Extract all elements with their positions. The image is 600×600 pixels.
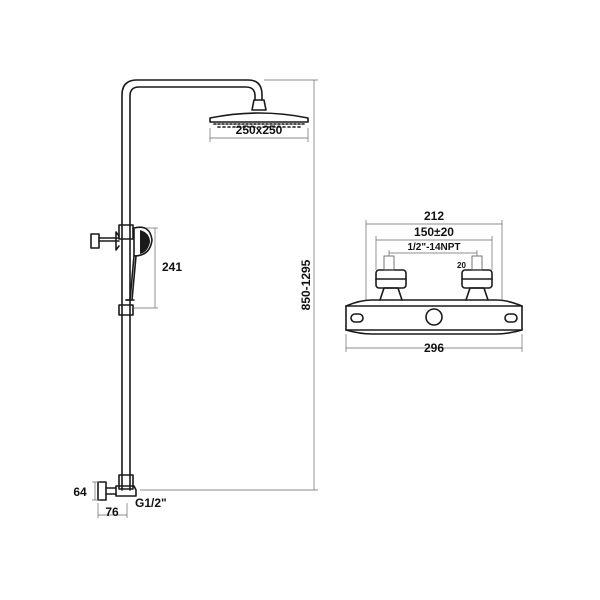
connection-thread-label: G1/2" xyxy=(135,496,167,510)
head-shower-nozzles xyxy=(213,123,305,128)
hand-shower-height-dimension: 241 xyxy=(134,227,182,309)
inlet-spacing-label: 150±20 xyxy=(414,225,454,239)
wall-offset-label: 64 xyxy=(73,485,87,499)
mixer-top-width-label: 212 xyxy=(424,209,444,223)
inlet-thread-label: 1/2"-14NPT xyxy=(407,242,460,253)
eccentric-size-label: 20 xyxy=(457,261,466,270)
head-shower xyxy=(209,99,309,128)
hand-shower-height-label: 241 xyxy=(162,260,182,274)
wall-offset-dimension: 64 xyxy=(73,481,100,501)
head-size-label: 250x250 xyxy=(236,123,283,137)
total-height-label: 850-1295 xyxy=(299,259,313,310)
wall-connection xyxy=(97,481,137,501)
inlet-spacing-dimension: 150±20 xyxy=(375,225,493,270)
bracket-depth-dimension: 76 xyxy=(97,503,128,519)
hand-shower xyxy=(125,226,153,301)
hand-shower-holder xyxy=(90,231,120,251)
shower-column xyxy=(118,79,263,491)
head-size-dimension: 250x250 xyxy=(209,123,309,142)
total-height-dimension: 850-1295 xyxy=(140,79,318,491)
mixer-total-width-dimension: 296 xyxy=(345,334,523,355)
mixer-total-width-label: 296 xyxy=(424,341,444,355)
bracket-depth-label: 76 xyxy=(105,505,119,519)
mixer-top-width-dimension: 212 xyxy=(365,209,503,300)
inlet-thread-dimension: 1/2"-14NPT xyxy=(388,242,478,256)
thermostatic-mixer xyxy=(345,255,523,335)
